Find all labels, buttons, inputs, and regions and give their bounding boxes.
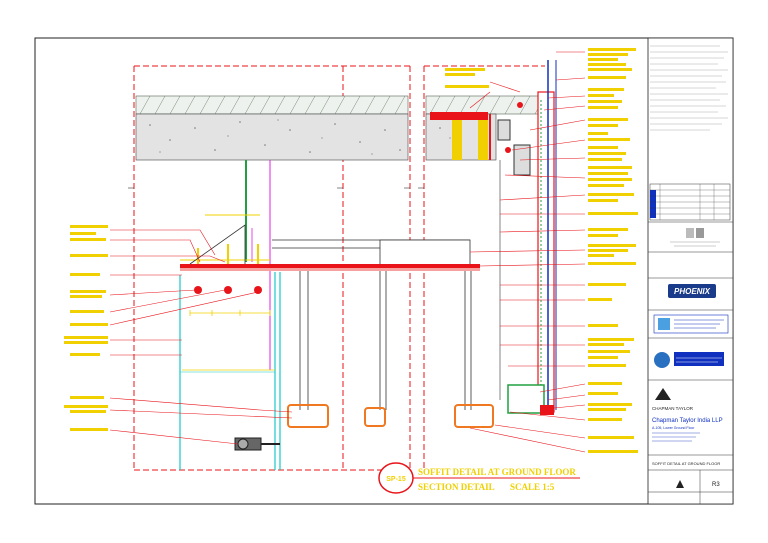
revision-code: R3 [712, 482, 720, 488]
revision-table [649, 183, 731, 221]
chapman-logo-text: CHAPMAN TAYLOR [652, 406, 694, 411]
drawing-subtitle: SECTION DETAIL [418, 482, 495, 492]
glass-panels [179, 272, 281, 470]
spider-fitting [234, 437, 280, 451]
soffit-frame [272, 239, 472, 410]
sheet-title: SOFFIT DETAIL AT GROUND FLOOR [652, 461, 720, 466]
drawing-title-group: SP-15 SOFFIT DETAIL AT GROUND FLOOR SECT… [378, 462, 580, 494]
dimensions [182, 310, 275, 371]
north-mark [676, 480, 684, 488]
notes-panel [650, 45, 728, 131]
company-name: Chapman Taylor India LLP [652, 418, 723, 424]
phoenix-logo-text: PHOENIX [674, 287, 711, 296]
chapman-logo: CHAPMAN TAYLOR [652, 388, 694, 411]
concrete-slab [135, 113, 497, 161]
left-callouts [64, 225, 293, 445]
right-callouts [445, 48, 638, 453]
drawing-scale: SCALE 1:5 [510, 482, 555, 492]
title-block-dividers [648, 221, 733, 504]
base-plate [180, 264, 480, 271]
client-logo [670, 228, 720, 247]
consultant-2-logo [654, 352, 724, 368]
consultant-stamp [653, 314, 729, 334]
title-block [647, 37, 734, 505]
phoenix-logo: PHOENIX [668, 284, 716, 298]
slab-band [135, 95, 547, 115]
company-address: A-105, Lower Ground Floor [652, 426, 695, 430]
facade-section [430, 60, 557, 415]
drawing-title: SOFFIT DETAIL AT GROUND FLOOR [418, 467, 576, 477]
orange-frames [287, 404, 494, 428]
bracket [189, 224, 246, 265]
drawing-tag: SP-15 [386, 476, 406, 483]
bolts [194, 102, 523, 294]
